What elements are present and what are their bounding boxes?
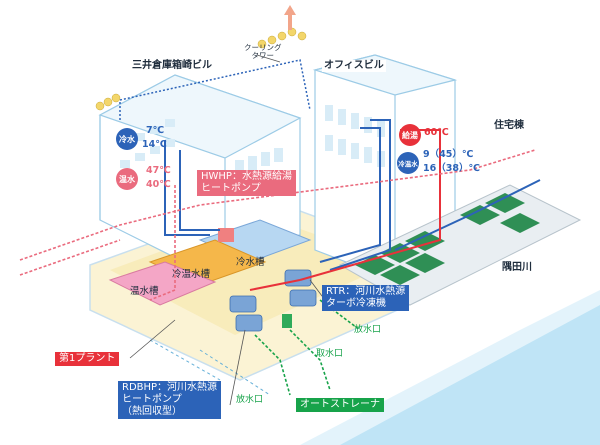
hwhp-unit xyxy=(218,228,234,242)
chilled-dotted-pipes xyxy=(119,59,311,120)
discharge-label-2: 放水口 xyxy=(236,395,264,405)
cold-warm-badge: 冷温水 xyxy=(397,152,419,174)
hot-return-temp: 40℃ xyxy=(146,179,171,190)
warehouse-title: 三井倉庫箱崎ビル xyxy=(130,60,214,72)
cool-warm-tank-label: 冷温水槽 xyxy=(172,269,211,280)
river-title: 隅田川 xyxy=(500,262,534,274)
river-pipes xyxy=(254,299,361,396)
cold-water-tank-label: 冷水槽 xyxy=(236,257,265,268)
discharge-label-1: 放水口 xyxy=(354,325,382,335)
rdbhp-label: RDBHP：河川水熱源 ヒートポンプ （熱回収型） xyxy=(118,381,222,419)
chilled-supply-temp: 7℃ xyxy=(146,125,165,136)
rdbhp-machine xyxy=(229,295,263,332)
warm-water-tank xyxy=(108,261,217,306)
cold-warm-supply-temp: 9（45）℃ xyxy=(423,149,474,160)
exhaust-arrow xyxy=(284,5,296,30)
hot-supply-temp: 47℃ xyxy=(146,165,171,176)
warehouse-building xyxy=(98,74,302,261)
strainer-label: オートストレーナ xyxy=(296,398,384,412)
green-roof xyxy=(355,193,540,285)
residential-title: 住宅棟 xyxy=(492,120,526,132)
cooling-tower-label: クーリング タワー xyxy=(244,43,282,60)
chilled-pipes xyxy=(164,119,541,271)
hot-supply-badge: 給湯 xyxy=(399,124,421,146)
plant-label: 第1プラント xyxy=(55,352,120,366)
rtr-label: RTR：河川水熱源 ターボ冷凍機 xyxy=(322,285,410,311)
strainer-unit xyxy=(282,314,292,328)
cold-warm-return-temp: 16（38）℃ xyxy=(423,163,480,174)
chilled-return-temp: 14℃ xyxy=(142,139,167,150)
hot-water-supply-temp: 60℃ xyxy=(424,127,449,138)
warm-pipes xyxy=(19,149,536,301)
chilled-badge: 冷水 xyxy=(116,128,138,150)
warm-water-tank-label: 温水槽 xyxy=(130,286,159,297)
plant-dashed-loops xyxy=(149,339,271,396)
office-title: オフィスビル xyxy=(322,60,386,72)
intake-label: 取水口 xyxy=(316,349,344,359)
hot-badge: 温水 xyxy=(116,168,138,190)
hwhp-label: HWHP：水熱源給湯 ヒートポンプ xyxy=(197,170,296,196)
